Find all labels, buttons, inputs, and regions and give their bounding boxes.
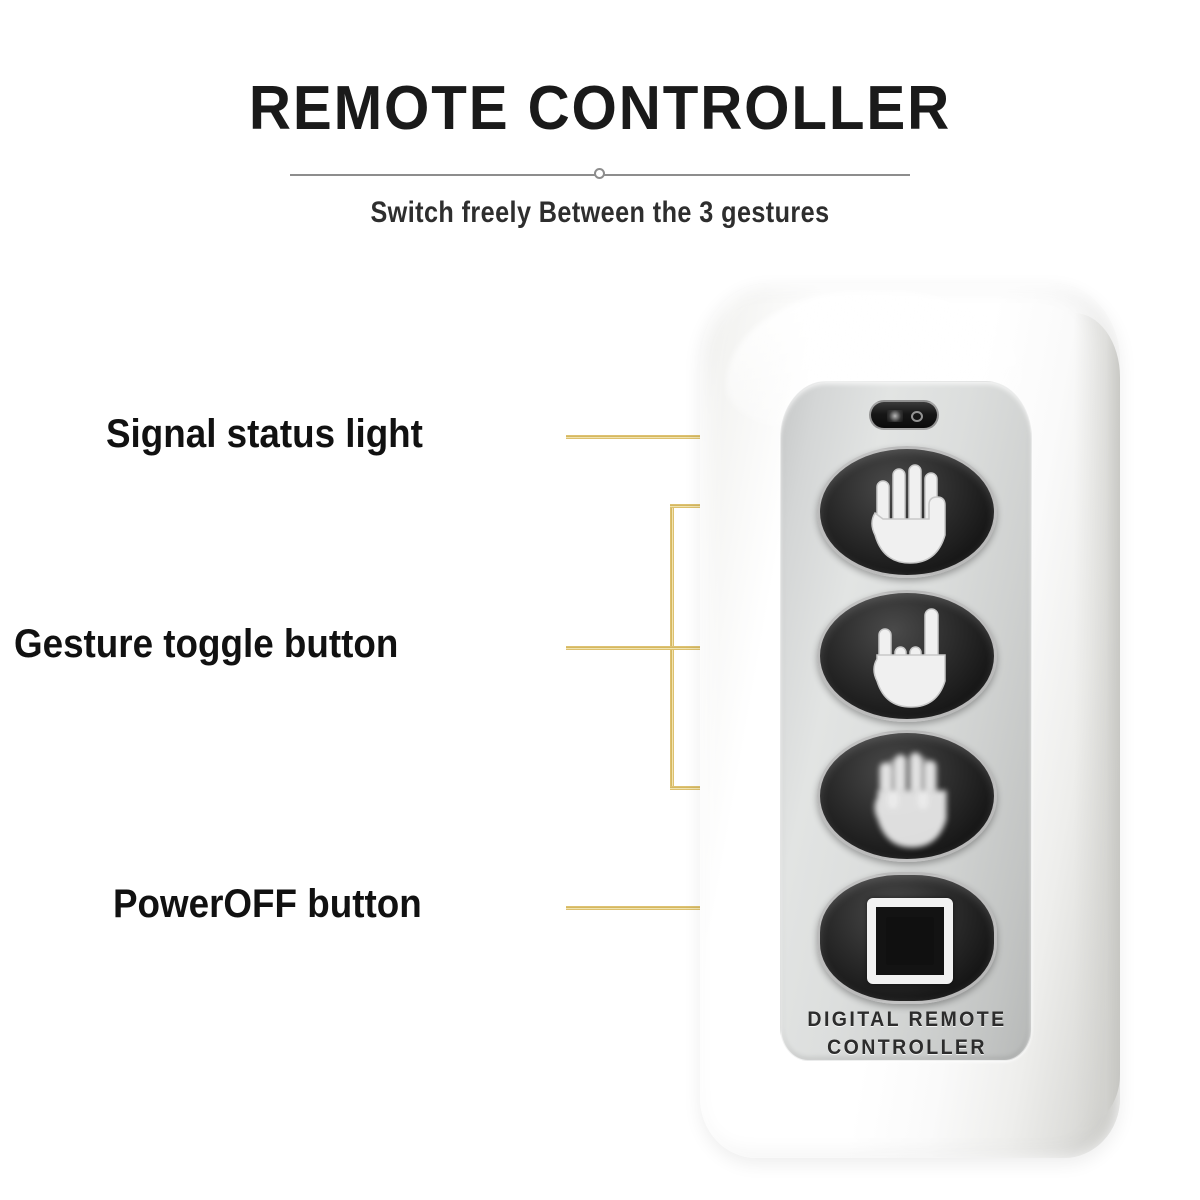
- brand-line-1: DIGITAL REMOTE: [807, 1008, 1007, 1031]
- waving-hand-icon: [820, 733, 994, 859]
- page-subtitle: Switch freely Between the 3 gestures: [370, 196, 830, 229]
- brand-line-2: CONTROLLER: [827, 1035, 987, 1059]
- stop-square-icon: [820, 875, 994, 1001]
- device-right-edge-shading: [1074, 313, 1120, 1128]
- led-glow-icon: [887, 410, 903, 422]
- callout-label-poweroff-button: PowerOFF button: [113, 882, 422, 926]
- power-square-inner: [886, 917, 934, 965]
- leader-line-gesture-stem: [566, 646, 674, 650]
- open-palm-hand-icon: [820, 449, 994, 575]
- gesture-two-finger-button[interactable]: [817, 590, 997, 722]
- header: REMOTE CONTROLLER Switch freely Between …: [0, 78, 1200, 230]
- gesture-wave-button[interactable]: [817, 730, 997, 862]
- callout-label-signal-status-light: Signal status light: [106, 412, 423, 456]
- gesture-palm-button[interactable]: [817, 446, 997, 578]
- page-title: REMOTE CONTROLLER: [248, 74, 952, 143]
- callout-label-gesture-toggle-button: Gesture toggle button: [14, 622, 399, 666]
- two-finger-hand-icon: [820, 593, 994, 719]
- control-panel: DIGITAL REMOTE CONTROLLER: [780, 381, 1032, 1061]
- power-square-outer: [867, 898, 953, 984]
- remote-controller-device: DIGITAL REMOTE CONTROLLER: [700, 283, 1120, 1158]
- signal-status-led: [869, 400, 939, 430]
- divider-dot-icon: [594, 168, 605, 179]
- device-brand-text: DIGITAL REMOTE CONTROLLER: [790, 1006, 1024, 1061]
- power-off-button[interactable]: [817, 872, 997, 1004]
- led-ring-icon: [911, 411, 923, 422]
- divider: [290, 168, 910, 182]
